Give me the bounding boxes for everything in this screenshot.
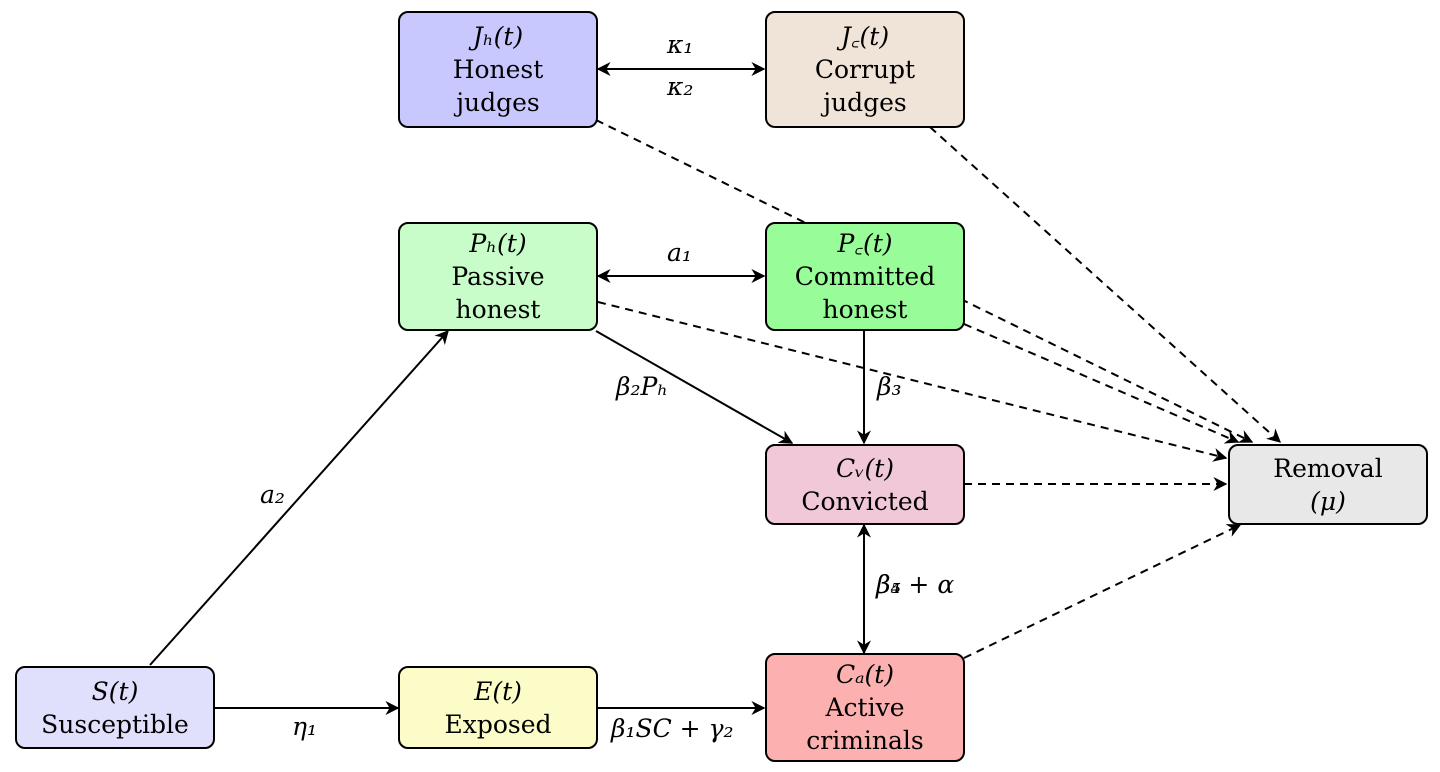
label-beta5: β₅ <box>876 570 901 599</box>
label-a2: a₂ <box>260 480 285 509</box>
node-removal: Removal (μ) <box>1228 444 1428 525</box>
node-susceptible-symbol: S(t) <box>91 676 139 706</box>
node-committed-honest-symbol: P꜀(t) <box>837 229 893 258</box>
node-active-criminals-line2: criminals <box>806 726 924 755</box>
node-active-criminals-symbol: Cₐ(t) <box>835 660 895 689</box>
node-removal-line2: (μ) <box>1310 486 1346 516</box>
node-passive-honest: Pₕ(t) Passive honest <box>398 222 598 331</box>
label-beta4-alpha: β₄ + α <box>876 570 955 599</box>
node-committed-honest: P꜀(t) Committed honest <box>765 222 965 331</box>
edge-susceptible-to-passive <box>149 329 449 666</box>
node-corrupt-judges: J꜀(t) Corrupt judges <box>765 11 965 128</box>
node-corrupt-judges-line2: judges <box>823 88 907 117</box>
node-passive-honest-line1: Passive <box>451 262 545 291</box>
node-honest-judges-line2: judges <box>456 88 540 117</box>
node-honest-judges-symbol: Jₕ(t) <box>472 22 524 51</box>
label-beta1: β₁SC + γ₂ <box>611 714 734 743</box>
node-susceptible-line1: Susceptible <box>41 709 189 739</box>
edge-committed-removal <box>963 323 1240 444</box>
node-committed-honest-line2: honest <box>822 295 908 324</box>
node-passive-honest-symbol: Pₕ(t) <box>469 229 527 258</box>
edge-passive-to-convicted <box>595 330 794 444</box>
node-susceptible: S(t) Susceptible <box>15 666 215 749</box>
label-kappa2: κ₂ <box>667 72 694 101</box>
edge-corrupt-judges-removal <box>929 126 1282 443</box>
node-honest-judges-line1: Honest <box>452 55 544 84</box>
edge-passive-removal <box>597 301 1228 462</box>
node-removal-line1: Removal <box>1273 453 1383 483</box>
edge-active-removal <box>963 524 1242 659</box>
node-convicted-line1: Convicted <box>801 486 929 516</box>
node-active-criminals-line1: Active <box>825 693 905 722</box>
node-exposed-line1: Exposed <box>444 709 552 739</box>
label-beta3: β₃ <box>877 372 902 401</box>
node-exposed: E(t) Exposed <box>398 666 598 749</box>
node-corrupt-judges-symbol: J꜀(t) <box>840 22 890 51</box>
node-corrupt-judges-line1: Corrupt <box>814 55 916 84</box>
node-passive-honest-line2: honest <box>455 295 541 324</box>
node-convicted: Cᵥ(t) Convicted <box>765 444 965 525</box>
node-exposed-symbol: E(t) <box>474 676 522 706</box>
node-convicted-symbol: Cᵥ(t) <box>836 453 894 483</box>
label-beta2: β₂Pₕ <box>616 372 669 401</box>
node-committed-honest-line1: Committed <box>794 262 936 291</box>
node-honest-judges: Jₕ(t) Honest judges <box>398 11 598 128</box>
label-a1: a₁ <box>667 238 692 267</box>
node-active-criminals: Cₐ(t) Active criminals <box>765 653 965 762</box>
label-eta1: η₁ <box>292 712 317 741</box>
label-kappa1: κ₁ <box>667 30 694 59</box>
